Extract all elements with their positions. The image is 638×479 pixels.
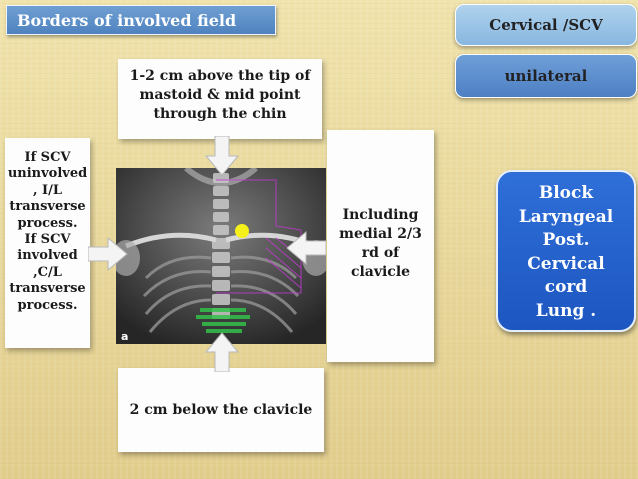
arrow-up-icon [205, 332, 239, 372]
block-structures-box: Block Laryngeal Post. Cervical cord Lung… [496, 170, 636, 332]
slide-title: Borders of involved field [6, 5, 276, 35]
medial-border-line: , I/L [32, 182, 63, 198]
medial-border-line: ,C/L [33, 264, 62, 280]
medial-border-line: process. [17, 297, 78, 313]
block-line: Post. [542, 230, 590, 250]
chest-xray-image: a [116, 168, 326, 344]
superior-border-line: mastoid & mid point [139, 87, 301, 103]
superior-border-callout: 1-2 cm above the tip of mastoid & mid po… [118, 59, 322, 139]
medial-border-line: transverse [9, 199, 86, 215]
block-line: Laryngeal [518, 206, 614, 227]
arrow-left-icon [286, 231, 326, 265]
lateral-border-line: rd of [361, 245, 400, 261]
lateral-border-line: clavicle [350, 264, 411, 280]
medial-border-line: uninvolved [7, 166, 88, 182]
block-line: Block [538, 183, 594, 203]
region-tag: Cervical /SCV [455, 4, 637, 46]
inferior-border-callout: 2 cm below the clavicle [118, 368, 324, 452]
medial-border-line: process. [17, 215, 78, 231]
lateral-border-line: Including [342, 207, 419, 223]
panel-letter: a [121, 330, 128, 343]
superior-border-line: through the chin [153, 106, 287, 122]
lateral-border-line: medial 2/3 [339, 226, 422, 242]
medial-border-line: If SCV [24, 150, 71, 165]
arrow-right-icon [88, 237, 128, 271]
block-line: cord [544, 277, 588, 297]
medial-border-callout: If SCV uninvolved , I/L transverse proce… [5, 138, 90, 348]
block-line: Cervical [527, 253, 605, 274]
arrow-down-icon [205, 136, 239, 176]
superior-border-line: 1-2 cm above the tip of [129, 68, 311, 84]
medial-border-line: If SCV [24, 232, 71, 248]
laterality-tag: unilateral [455, 54, 637, 98]
medial-border-line: transverse [9, 281, 86, 297]
lateral-border-callout: Including medial 2/3 rd of clavicle [327, 130, 434, 362]
block-line: Lung . [535, 300, 597, 321]
medial-border-line: involved [17, 248, 78, 264]
